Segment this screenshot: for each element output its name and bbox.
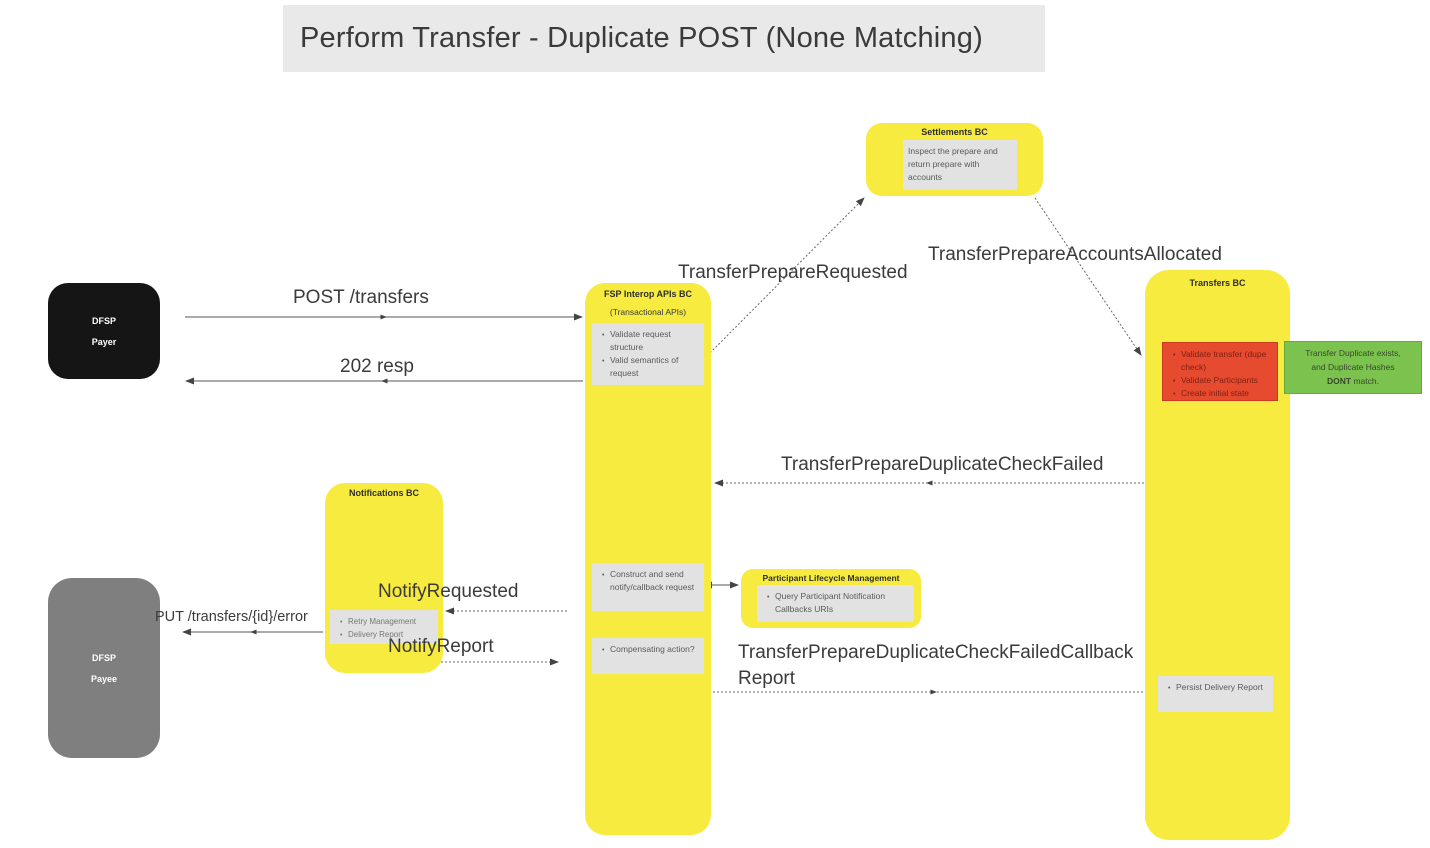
notifications-task-box: Retry ManagementDelivery Report xyxy=(330,610,438,644)
task-item: Validate transfer (dupe check) xyxy=(1173,348,1272,374)
page-title: Perform Transfer - Duplicate POST (None … xyxy=(300,22,983,54)
component-title: Transfers BC xyxy=(1189,278,1246,288)
task-item: Persist Delivery Report xyxy=(1168,681,1268,695)
component-notifications-bc: Notifications BC Retry ManagementDeliver… xyxy=(325,483,443,673)
message-transfer-prepare-requested: TransferPrepareRequested xyxy=(678,262,908,283)
component-subtitle: (Transactional APIs) xyxy=(609,307,687,317)
component-participant-lifecycle-management: Participant Lifecycle Management Query P… xyxy=(741,569,921,628)
transfers-validate-box: Validate transfer (dupe check)Validate P… xyxy=(1162,342,1278,401)
fsp-compensate-box: Compensating action? xyxy=(592,638,704,674)
component-settlements-bc: Settlements BC Inspect the prepare and r… xyxy=(866,123,1043,196)
component-title: Notifications BC xyxy=(348,488,419,498)
actor-role-label: Payee xyxy=(90,673,118,684)
task-item: Validate request structure xyxy=(602,328,699,354)
message-notify-requested: NotifyRequested xyxy=(378,581,519,602)
task-item: Query Participant Notification Callbacks… xyxy=(767,590,909,616)
task-list: Construct and send notify/callback reque… xyxy=(597,568,699,594)
message-notify-report: NotifyReport xyxy=(388,636,494,657)
message-duplicate-check-failed-callback-report: TransferPrepareDuplicateCheckFailedCallb… xyxy=(738,642,1134,689)
message-put-transfers-error: PUT /transfers/{id}/error xyxy=(155,609,308,625)
task-list: Query Participant Notification Callbacks… xyxy=(762,590,909,616)
component-transfers-bc: Transfers BC Validate transfer (dupe che… xyxy=(1145,270,1290,840)
actor-dfsp-payer: DFSP Payer xyxy=(48,283,160,379)
message-post-transfers: POST /transfers xyxy=(293,287,429,308)
task-item: Compensating action? xyxy=(602,643,699,657)
diagram-title-bar: Perform Transfer - Duplicate POST (None … xyxy=(283,5,1045,72)
task-item: Delivery Report xyxy=(340,628,433,642)
arrow-transfer-prepare-accounts-allocated xyxy=(1034,197,1142,356)
settlements-note: Inspect the prepare and return prepare w… xyxy=(903,140,1017,190)
message-transfer-prepare-accounts-allocated: TransferPrepareAccountsAllocated xyxy=(928,244,1222,265)
task-list: Validate request structureValid semantic… xyxy=(597,328,699,380)
note-bold: DONT xyxy=(1327,376,1352,386)
note-line: Transfer Duplicate exists, xyxy=(1305,348,1401,358)
fsp-validate-box: Validate request structureValid semantic… xyxy=(592,323,704,385)
task-list: Persist Delivery Report xyxy=(1163,681,1268,695)
component-title: Participant Lifecycle Management xyxy=(762,573,900,583)
component-fsp-interop-apis-bc: FSP Interop APIs BC (Transactional APIs)… xyxy=(585,283,711,835)
transfers-persist-box: Persist Delivery Report xyxy=(1158,676,1273,712)
task-item: Validate Participants xyxy=(1173,374,1272,388)
message-transfer-prepare-duplicate-check-failed: TransferPrepareDuplicateCheckFailed xyxy=(781,454,1104,475)
plm-task-box: Query Participant Notification Callbacks… xyxy=(757,585,914,622)
task-list: Compensating action? xyxy=(597,643,699,657)
duplicate-hashes-note: Transfer Duplicate exists, and Duplicate… xyxy=(1284,341,1422,394)
actor-org-label: DFSP xyxy=(91,652,116,663)
message-202-resp: 202 resp xyxy=(340,356,414,377)
component-title: Settlements BC xyxy=(921,127,988,137)
task-list: Validate transfer (dupe check)Validate P… xyxy=(1168,348,1272,401)
actor-dfsp-payee: DFSP Payee xyxy=(48,578,160,758)
task-item: Create initial state xyxy=(1173,387,1272,401)
fsp-construct-box: Construct and send notify/callback reque… xyxy=(592,563,704,611)
actor-org-label: DFSP xyxy=(91,315,116,326)
note-line: match. xyxy=(1351,376,1379,386)
task-item: Valid semantics of request xyxy=(602,354,699,380)
component-title: FSP Interop APIs BC xyxy=(603,289,692,299)
actor-role-label: Payer xyxy=(91,336,117,347)
task-item: Construct and send notify/callback reque… xyxy=(602,568,699,594)
note-line: and Duplicate Hashes xyxy=(1311,362,1395,372)
task-item: Retry Management xyxy=(340,615,433,629)
task-list: Retry ManagementDelivery Report xyxy=(335,615,433,642)
